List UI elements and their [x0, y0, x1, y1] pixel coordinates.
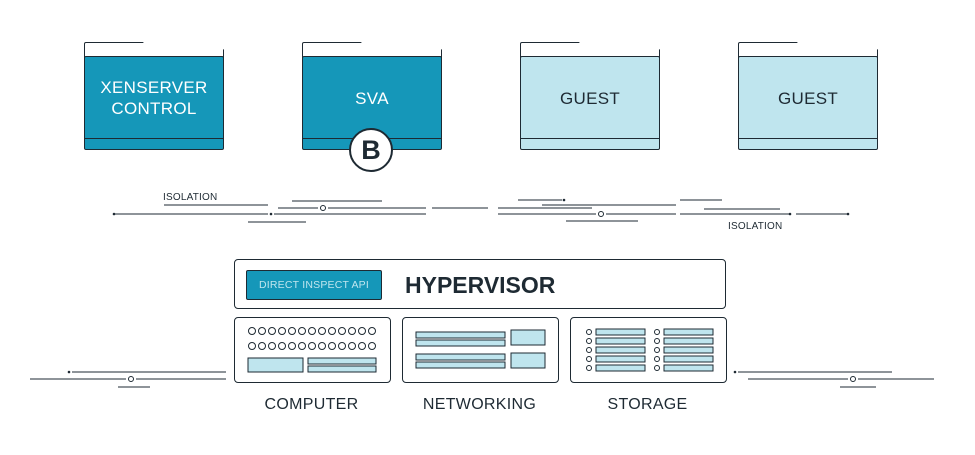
folder-label: GUEST [777, 88, 839, 108]
computer-panel-icon [247, 327, 377, 373]
networking-label: NETWORKING [422, 396, 537, 413]
isolation-label-left: ISOLATION [163, 192, 218, 203]
folder-label: GUEST [559, 88, 621, 108]
folder-body: GUEST [738, 56, 878, 150]
computer-module [234, 317, 391, 383]
computer-label: COMPUTER [264, 396, 359, 413]
folder-sva: SVA [302, 42, 442, 152]
folder-body: SVA [302, 56, 442, 150]
folder-stripe [85, 138, 223, 149]
folder-guest-2: GUEST [738, 42, 878, 152]
bitdefender-badge-icon: B [349, 128, 393, 172]
folder-guest-1: GUEST [520, 42, 660, 152]
folder-label: SVA [355, 88, 389, 108]
folder-body: GUEST [520, 56, 660, 150]
networking-module [402, 317, 559, 383]
storage-label: STORAGE [607, 396, 688, 413]
folder-xenserver-control: XENSERVER CONTROL [84, 42, 224, 152]
direct-inspect-api-box: DIRECT INSPECT API [246, 270, 382, 300]
folder-stripe [739, 138, 877, 149]
networking-panel-icon [415, 329, 546, 369]
storage-module [570, 317, 727, 383]
folder-label: XENSERVER CONTROL [100, 78, 208, 118]
folder-body: XENSERVER CONTROL [84, 56, 224, 150]
hypervisor-title: HYPERVISOR [405, 272, 556, 298]
folder-stripe [521, 138, 659, 149]
isolation-label-right: ISOLATION [728, 221, 783, 232]
storage-panel-icon [586, 328, 714, 372]
hypervisor-box: DIRECT INSPECT API HYPERVISOR [234, 259, 726, 309]
